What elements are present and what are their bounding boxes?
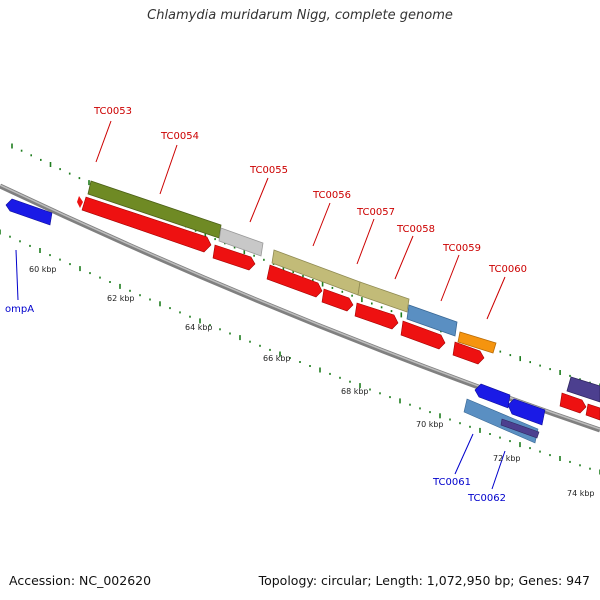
gene-tc0060-bar[interactable] xyxy=(457,331,497,354)
label-tc0053: TC0053 xyxy=(93,106,132,117)
genome-backbone xyxy=(0,183,600,433)
feature-row-cds xyxy=(77,196,600,421)
scale-label-70kbp: 70 kbp xyxy=(416,420,444,429)
gene-tc0061-bar[interactable] xyxy=(463,398,539,444)
scale-label-72kbp: 72 kbp xyxy=(493,454,521,463)
leader-tc0058 xyxy=(394,235,414,280)
label-tc0056: TC0056 xyxy=(312,190,351,201)
accession-text: Accession: NC_002620 xyxy=(9,573,152,588)
leader-tc0054 xyxy=(159,144,178,195)
genome-backbone-highlight xyxy=(0,184,600,430)
scale-label-60kbp: 60 kbp xyxy=(29,265,57,274)
cds-right-1[interactable] xyxy=(559,392,587,414)
label-tc0060: TC0060 xyxy=(488,264,527,275)
leader-tc0059 xyxy=(440,254,460,302)
gene-tc0062-bar[interactable] xyxy=(500,418,540,439)
leader-tc0056 xyxy=(312,202,331,247)
leader-tc0060 xyxy=(486,276,506,320)
gene-tc0057-bar[interactable] xyxy=(357,281,410,313)
leader-ompa xyxy=(15,249,19,301)
label-tc0062: TC0062 xyxy=(467,493,506,504)
leader-tc0053 xyxy=(95,120,112,163)
map-title: Chlamydia muridarum Nigg, complete genom… xyxy=(147,8,453,23)
scale-label-68kbp: 68 kbp xyxy=(341,387,369,396)
gene-tc0062-arrow[interactable] xyxy=(507,398,546,426)
leader-tc0061 xyxy=(454,433,474,475)
cds-tc0056[interactable] xyxy=(266,264,323,298)
cds-tc0058[interactable] xyxy=(354,302,399,330)
cds-right-2[interactable] xyxy=(585,403,600,421)
plus-leader-lines xyxy=(95,120,506,320)
scale-label-74kbp: 74 kbp xyxy=(567,489,595,498)
label-tc0055: TC0055 xyxy=(249,165,288,176)
label-tc0058: TC0058 xyxy=(396,224,435,235)
label-ompa: ompA xyxy=(5,304,34,315)
scale-label-62kbp: 62 kbp xyxy=(107,294,135,303)
minus-leader-lines xyxy=(15,249,506,490)
label-tc0059: TC0059 xyxy=(442,243,481,254)
label-tc0054: TC0054 xyxy=(160,131,199,142)
gene-tc0061-arrow[interactable] xyxy=(474,383,511,409)
gene-tc0058-bar[interactable] xyxy=(406,304,458,337)
leader-tc0055 xyxy=(249,177,269,223)
feature-row-minus xyxy=(5,198,546,444)
scale-label-66kbp: 66 kbp xyxy=(263,354,291,363)
gene-right-purple-bar[interactable] xyxy=(566,376,600,403)
label-tc0061: TC0061 xyxy=(432,477,471,488)
cds-tc0055[interactable] xyxy=(212,244,256,271)
scale-label-64kbp: 64 kbp xyxy=(185,323,213,332)
label-tc0057: TC0057 xyxy=(356,207,395,218)
gene-tc0054-bar[interactable] xyxy=(87,180,222,239)
gene-ompa-arrow[interactable] xyxy=(5,198,53,226)
inner-scale-ticks xyxy=(0,229,600,475)
cds-tc0053[interactable] xyxy=(77,196,83,208)
leader-tc0062 xyxy=(491,450,506,490)
feature-row-top xyxy=(87,180,600,403)
gene-tc0055-bar[interactable] xyxy=(218,227,264,257)
cds-tc0060[interactable] xyxy=(452,341,485,365)
topology-text: Topology: circular; Length: 1,072,950 bp… xyxy=(258,573,590,588)
leader-tc0057 xyxy=(356,218,375,265)
cds-tc0054[interactable] xyxy=(81,196,212,253)
cds-tc0057[interactable] xyxy=(321,288,354,312)
cds-tc0059[interactable] xyxy=(400,320,446,350)
